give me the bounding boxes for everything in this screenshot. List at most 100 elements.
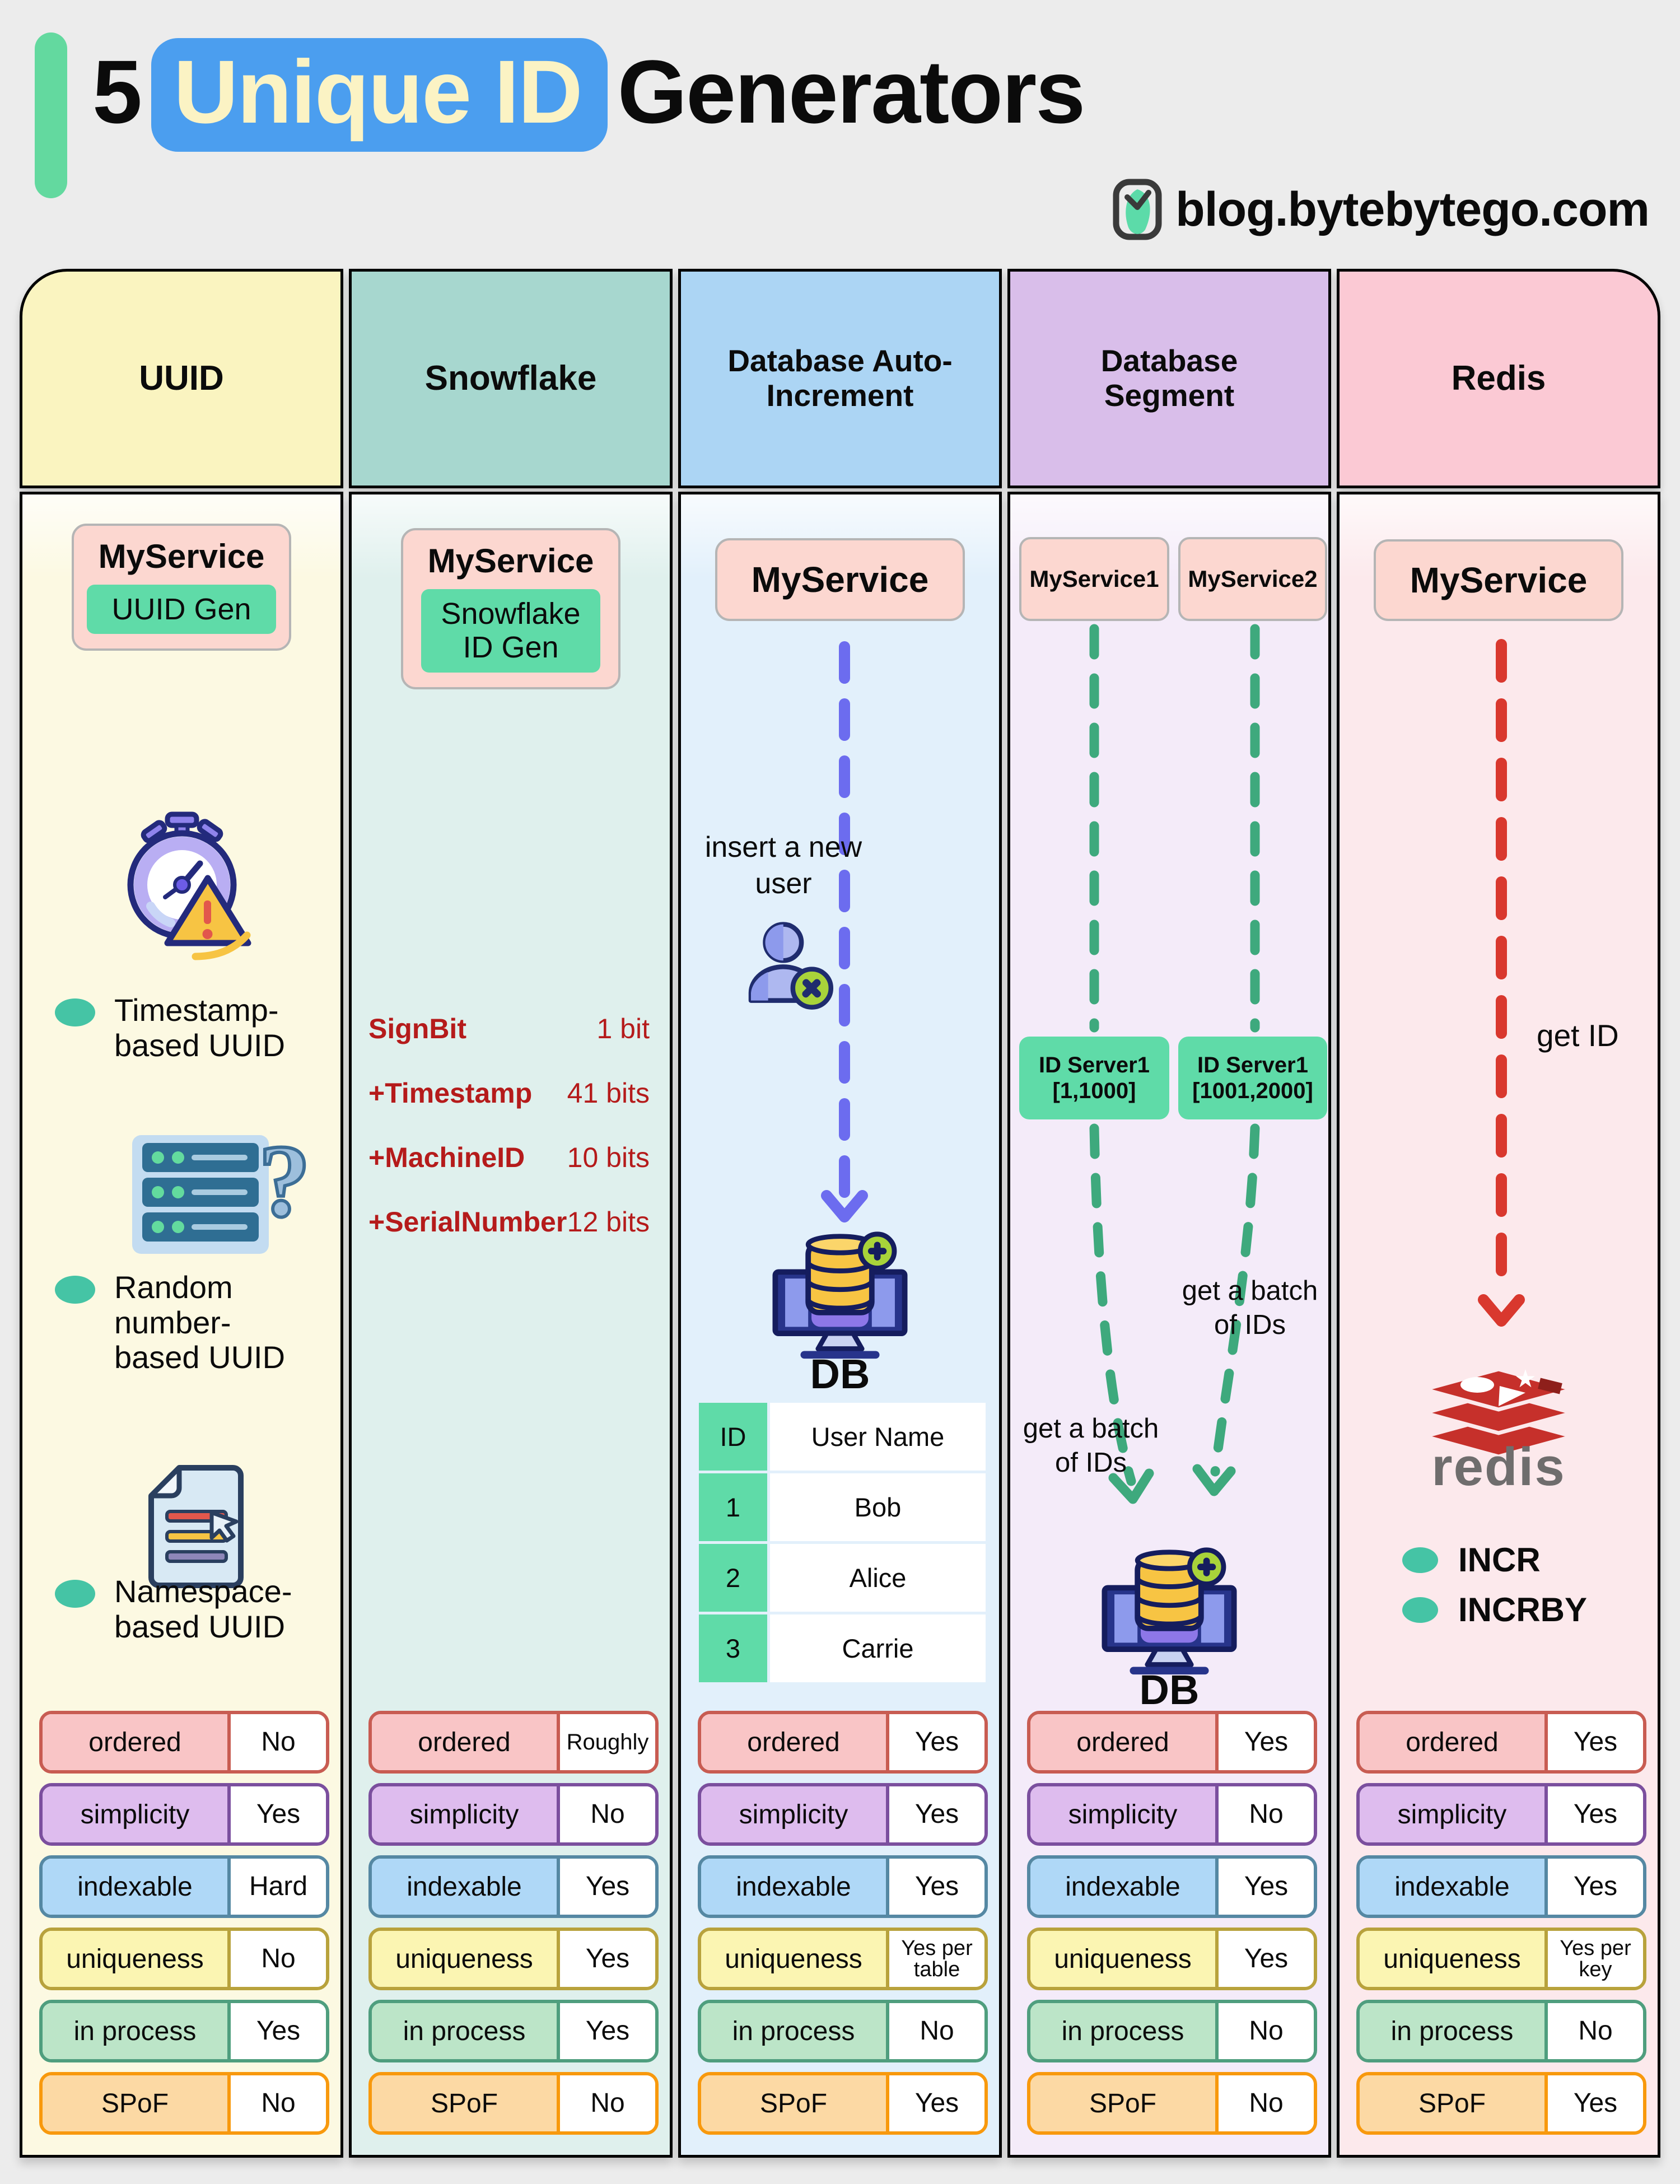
- attribute-label: simplicity: [1360, 1786, 1544, 1842]
- service-box-1: MyService1: [1019, 537, 1169, 621]
- attribute-label: in process: [43, 2003, 227, 2059]
- bit-value: 1 bit: [596, 1013, 650, 1044]
- attribute-value: No: [1215, 2075, 1314, 2131]
- service-name: MyService: [1410, 560, 1588, 600]
- title-highlight: Unique ID: [151, 38, 608, 152]
- bullet-text: Namespace-based UUID: [114, 1574, 292, 1644]
- attribute-value: Yes: [886, 1714, 984, 1770]
- stopwatch-warning-icon: [127, 811, 251, 960]
- command-item: INCRBY: [1402, 1590, 1587, 1629]
- attribute-label: indexable: [1030, 1859, 1215, 1915]
- column-header-db-segment: Database Segment: [1007, 269, 1331, 488]
- attribute-label: uniqueness: [1030, 1931, 1215, 1987]
- attribute-value: Yes: [1215, 1931, 1314, 1987]
- add-user-icon: [748, 922, 834, 1010]
- attribute-value: No: [557, 1786, 655, 1842]
- id-server-box-1: ID Server1 [1,1000]: [1019, 1037, 1169, 1119]
- attribute-value: No: [886, 2003, 984, 2059]
- bit-value: 10 bits: [567, 1142, 650, 1173]
- attribute-label: SPoF: [1360, 2075, 1544, 2131]
- table-cell-name: Carrie: [770, 1614, 986, 1682]
- column-title: Redis: [1451, 359, 1546, 398]
- column-header-snowflake: Snowflake: [349, 269, 673, 488]
- column-header-uuid: UUID: [20, 269, 343, 488]
- attribute-value: No: [227, 1714, 326, 1770]
- insert-user-label: insert a new user: [704, 831, 862, 900]
- column-title: UUID: [139, 359, 224, 398]
- column-title: Snowflake: [424, 359, 597, 398]
- bit-value: 12 bits: [567, 1206, 650, 1238]
- attribute-value: Yes: [1215, 1714, 1314, 1770]
- attribute-label: SPoF: [701, 2075, 886, 2131]
- bit-label: +SerialNumber: [368, 1206, 567, 1238]
- column-title: Database Auto-Increment: [727, 343, 953, 413]
- attribute-value: No: [1544, 2003, 1643, 2059]
- attribute-label: indexable: [701, 1859, 886, 1915]
- brand-url: blog.bytebytego.com: [1175, 182, 1650, 236]
- attribute-value: Yes: [1544, 2075, 1643, 2131]
- redis-commands: INCR INCRBY: [1402, 1541, 1587, 1629]
- redis-logo-text: redis: [1431, 1437, 1566, 1497]
- brand: blog.bytebytego.com: [1112, 178, 1650, 241]
- column-body-uuid: MyService UUID Gen Timestamp-based UUID: [20, 492, 343, 2158]
- table-header-id: ID: [699, 1403, 767, 1471]
- title-suffix: Generators: [617, 41, 1086, 142]
- attribute-value: Yes: [227, 2003, 326, 2059]
- table-cell-id: 2: [699, 1544, 767, 1612]
- service-box: MyService: [715, 538, 965, 621]
- attribute-value: Yes: [886, 2075, 984, 2131]
- column-title: Database Segment: [1100, 343, 1238, 413]
- attribute-label: in process: [1030, 2003, 1215, 2059]
- id-server-name: ID Server1: [1197, 1053, 1308, 1077]
- bytebytego-logo-icon: [1113, 179, 1162, 240]
- column-body-db-auto-increment: MyService insert a new user DB ID: [678, 492, 1002, 2158]
- uuid-bullet-namespace: Namespace-based UUID: [55, 1574, 305, 1644]
- database-icon: [1102, 1547, 1237, 1675]
- attribute-value: No: [227, 2075, 326, 2131]
- service-name: MyService: [98, 538, 265, 575]
- command-text: INCR: [1458, 1541, 1541, 1579]
- attribute-label: uniqueness: [43, 1931, 227, 1987]
- service-name: MyService: [751, 559, 929, 600]
- column-body-db-segment: MyService1 MyService2 ID Server1 [1,1000…: [1007, 492, 1331, 2158]
- id-server-box-2: ID Server1 [1001,2000]: [1178, 1037, 1327, 1119]
- attribute-label: ordered: [43, 1714, 227, 1770]
- service-box-2: MyService2: [1178, 537, 1327, 621]
- attribute-label: simplicity: [372, 1786, 557, 1842]
- attribute-value: Yes: [1544, 1714, 1643, 1770]
- bullet-dot: [1402, 1547, 1438, 1573]
- bullet-text: Timestamp-based UUID: [114, 992, 286, 1063]
- service-name: MyService1: [1029, 566, 1159, 592]
- attribute-value: Yes: [886, 1859, 984, 1915]
- generator-box: UUID Gen: [87, 585, 276, 634]
- attribute-value: Hard: [227, 1859, 326, 1915]
- table-header-username: User Name: [770, 1403, 986, 1471]
- db-caption: DB: [810, 1351, 870, 1397]
- bullet-dot: [55, 1276, 95, 1304]
- table-cell-id: 1: [699, 1473, 767, 1541]
- attribute-value: Roughly: [557, 1714, 655, 1770]
- id-server-range: [1001,2000]: [1192, 1079, 1313, 1103]
